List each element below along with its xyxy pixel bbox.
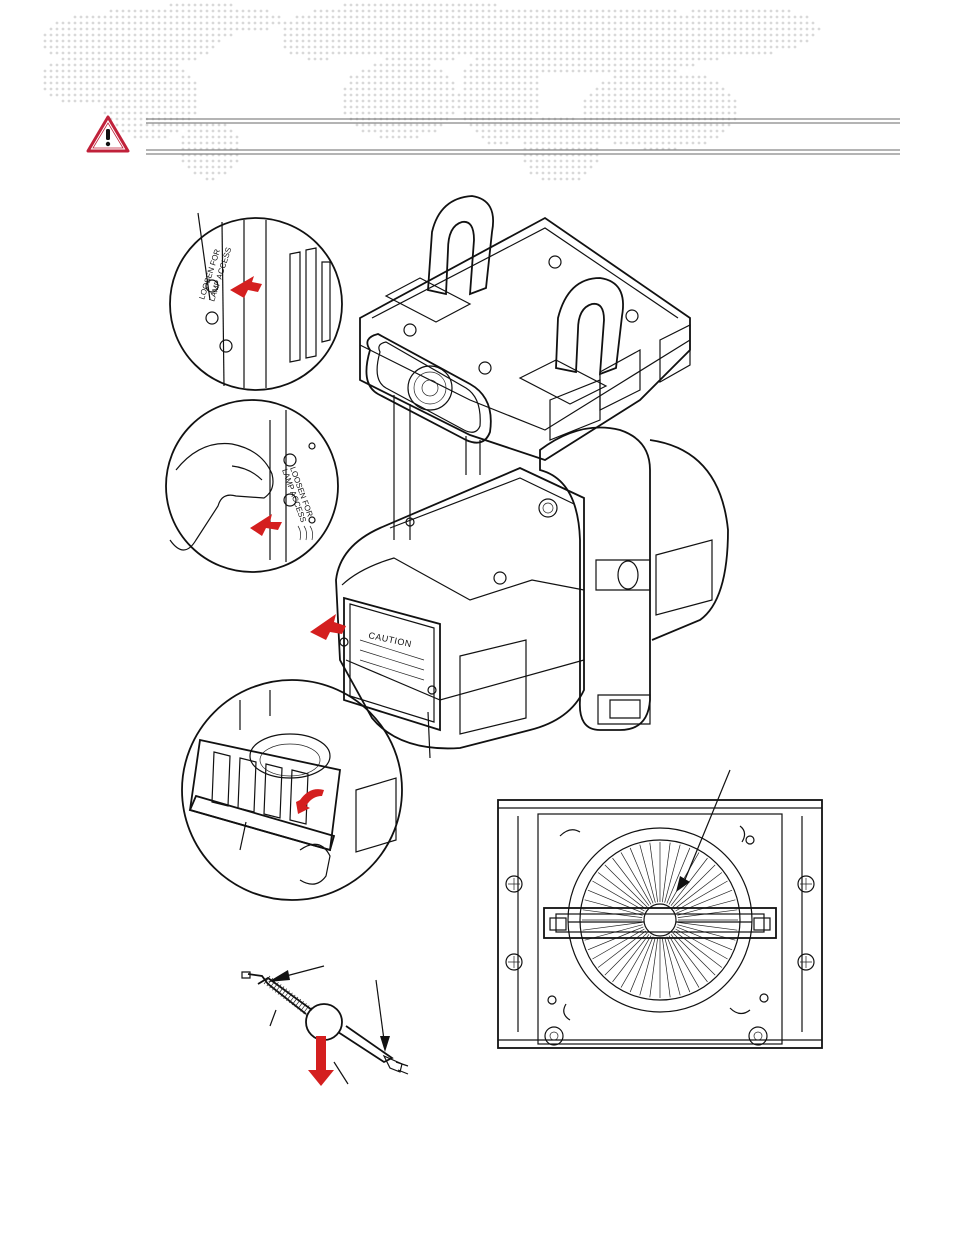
reflector-rib: [665, 845, 681, 903]
reflector-rib: [588, 890, 643, 913]
reflector-rib: [598, 931, 646, 968]
fixture-head: CAUTION: [336, 395, 584, 748]
warning-header-rules: [140, 114, 900, 158]
reflector-rib: [640, 937, 656, 995]
reflector-rib: [605, 933, 647, 975]
bulb-coil: [264, 976, 312, 1016]
rotate-arrow: [296, 789, 324, 814]
detail-loosen-screws: LOOSEN FOR LAMP ACCESS: [170, 213, 342, 390]
lamp-leader-line: [684, 770, 730, 882]
lamp-housing-front-view: [498, 770, 822, 1048]
reflector-rib: [650, 843, 658, 902]
reflector-ribs: [582, 842, 738, 998]
pull-arrow: [250, 514, 282, 536]
lamp-bulb: [242, 966, 408, 1086]
loosen-arrow: [230, 276, 262, 298]
reflector-rib: [650, 938, 658, 997]
reflector-rib: [583, 922, 642, 930]
door-leader-line: [428, 712, 430, 758]
fixture-yoke: [540, 428, 728, 731]
reflector-rib: [630, 848, 653, 903]
head-vent: [460, 640, 526, 734]
reflector-rib: [621, 852, 651, 904]
reflector-rib: [598, 873, 646, 910]
reflector-rib: [613, 934, 650, 982]
reflector-rib: [630, 937, 653, 992]
reflector-rib: [665, 937, 681, 995]
reflector-rib: [674, 931, 722, 968]
warning-triangle-icon: [86, 114, 130, 154]
caution-label: CAUTION: [368, 630, 413, 649]
bulb-removal-arrow: [308, 1036, 334, 1086]
reflector-rib: [605, 865, 647, 907]
reflector-rib: [613, 858, 650, 906]
reflector-rib: [640, 845, 656, 903]
reflector-rib: [592, 929, 644, 959]
reflector-rib: [669, 936, 699, 988]
yoke-vent: [656, 540, 712, 615]
reflector-rib: [662, 938, 670, 997]
reflector-rib: [678, 922, 737, 930]
reflector-rib: [676, 929, 728, 959]
reflector-rib: [671, 934, 708, 982]
reflector-rib: [662, 843, 670, 902]
reflector-rib: [667, 937, 690, 992]
reflector-rib: [673, 933, 715, 975]
reflector-rib: [592, 881, 644, 911]
detail-hand-loosen: LOOSEN FOR LAMP ACCESS: [166, 400, 338, 572]
world-map-background: [0, 0, 954, 200]
lamp-replacement-diagram: CAUTION LOOSEN FOR LAMP ACCESS: [0, 190, 954, 1110]
reflector-rib: [621, 936, 651, 988]
reflector-rib: [677, 890, 732, 913]
door-removal-arrow: [310, 614, 346, 640]
